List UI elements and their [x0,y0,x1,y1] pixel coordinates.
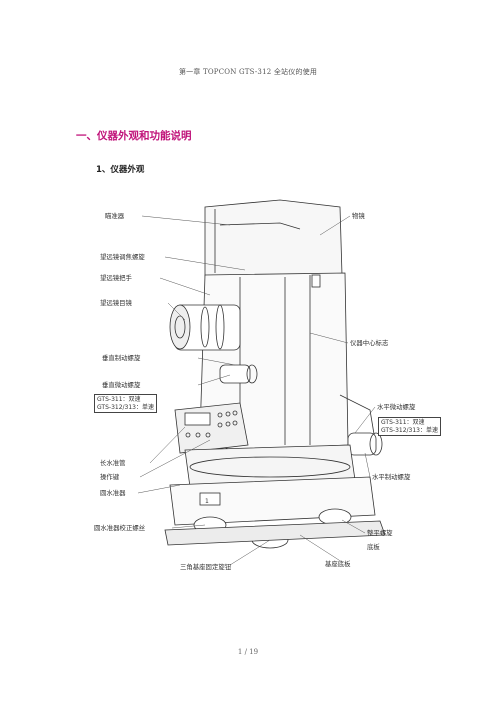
label-tribrach-knob: 三角基座固定旋钮 [180,563,232,571]
svg-text:1: 1 [205,498,209,505]
label-vertical-tangent: 垂直微动螺旋 [102,381,141,389]
instrument-figure: 1 瞄准器 望 [80,195,460,590]
label-keys: 操作键 [100,473,120,481]
callout-left-line1: GTS-311：双速 [97,396,141,403]
label-telescope-handle: 望远镜把手 [100,274,132,282]
label-vertical-clamp: 垂直制动螺旋 [102,354,141,362]
label-center-mark: 仪器中心标志 [350,339,389,347]
callout-right-line2: GTS-312/313：单速 [381,426,439,434]
label-horizontal-tangent: 水平微动螺旋 [377,403,416,411]
label-leveling-screw: 整平螺旋 [367,529,393,537]
page-header: 第一章 TOPCON GTS-312 全站仪的使用 [178,68,318,76]
callout-right-line1: GTS-311：双速 [381,419,425,426]
label-eyepiece: 望远镜目镜 [100,299,132,307]
callout-left-line2: GTS-312/313：单速 [97,403,155,411]
label-focusing-knob: 望远镜调焦螺旋 [100,253,145,261]
subsection-heading: 1、仪器外观 [96,165,145,175]
label-base-plate: 基座底板 [325,560,351,568]
callout-right-box: GTS-311：双速 GTS-312/313：单速 [378,417,442,436]
label-horizontal-clamp: 水平制动螺旋 [372,473,411,481]
instrument-drawing: 1 [137,199,386,566]
label-sighting-device: 瞄准器 [105,212,125,220]
label-circular-level-screw: 圆水准器校正螺丝 [94,524,146,532]
section-heading: 一、仪器外观和功能说明 [76,130,192,142]
label-plate-level: 长水准管 [100,459,126,467]
label-circular-level: 圆水准器 [100,489,126,497]
page-number: 1 / 19 [237,648,259,656]
callout-left-box: GTS-311：双速 GTS-312/313：单速 [94,394,158,413]
label-objective: 物镜 [352,212,365,220]
label-bottom-plate: 底板 [367,543,380,551]
